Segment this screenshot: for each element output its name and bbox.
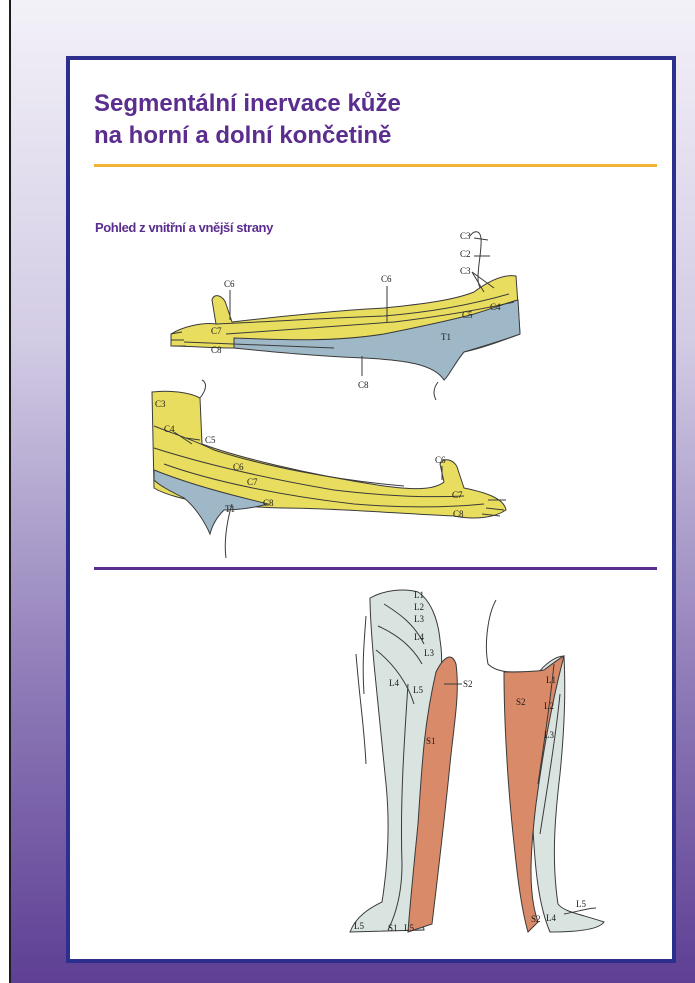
label-C3-top-2: C3 bbox=[460, 266, 471, 276]
upper-arm-diagram: C3 C2 C3 C6 C6 C4 C5 C7 T1 C8 C8 bbox=[171, 231, 520, 400]
label-C6-bottom-thumb: C6 bbox=[435, 455, 446, 465]
label-C8-bottom-hand: C8 bbox=[453, 509, 464, 519]
poster-card: Segmentální inervace kůže na horní a dol… bbox=[66, 56, 676, 963]
label-C8-hand: C8 bbox=[211, 345, 222, 355]
label-L5-foot: L5 bbox=[354, 921, 364, 931]
label-C7-top: C7 bbox=[211, 326, 222, 336]
label-C6-bottom-arm: C6 bbox=[233, 462, 244, 472]
label-C6-thumb: C6 bbox=[224, 279, 235, 289]
label-C3-bottom: C3 bbox=[155, 399, 166, 409]
label-C2-top: C2 bbox=[460, 249, 471, 259]
dermatome-figure: C3 C2 C3 C6 C6 C4 C5 C7 T1 C8 C8 C3 bbox=[70, 60, 672, 959]
left-border bbox=[0, 0, 11, 983]
back-leg-diagram: L1 S2 L2 L3 L5 S2 L4 bbox=[486, 600, 604, 932]
label-C4-bottom: C4 bbox=[164, 424, 175, 434]
label-C4-top: C4 bbox=[490, 302, 501, 312]
lower-arm-diagram: C3 C4 C5 C6 C6 C7 C7 C8 C8 T1 bbox=[152, 380, 506, 558]
label-C8-below: C8 bbox=[358, 380, 369, 390]
label-L4-back-foot: L4 bbox=[546, 913, 556, 923]
torso-outline bbox=[434, 382, 438, 400]
label-L1-front: L1 bbox=[414, 590, 424, 600]
label-C5-top: C5 bbox=[462, 310, 473, 320]
label-L3-front-knee: L3 bbox=[424, 648, 434, 658]
label-L4-front: L4 bbox=[389, 678, 399, 688]
label-S2-back-foot: S2 bbox=[531, 914, 541, 924]
front-leg-diagram: L1 L2 L3 L4 L3 L4 L5 S2 S1 L5 S1 L5 bbox=[350, 590, 473, 933]
label-C6-forearm: C6 bbox=[381, 274, 392, 284]
label-L3-back: L3 bbox=[544, 730, 554, 740]
label-C5-bottom: C5 bbox=[205, 435, 216, 445]
label-L2-back: L2 bbox=[544, 701, 554, 711]
shoulder-outline bbox=[200, 380, 206, 398]
label-L2-front: L2 bbox=[414, 602, 424, 612]
label-C8-bottom-arm: C8 bbox=[263, 498, 274, 508]
label-C7-bottom-hand: C7 bbox=[452, 490, 463, 500]
label-L3-front: L3 bbox=[414, 614, 424, 624]
label-C7-bottom-arm: C7 bbox=[247, 477, 258, 487]
label-L5-front: L5 bbox=[413, 685, 423, 695]
label-L5-foot-2: L5 bbox=[404, 923, 414, 933]
label-L5-back: L5 bbox=[576, 899, 586, 909]
label-C3-top: C3 bbox=[460, 231, 471, 241]
label-S1-front: S1 bbox=[426, 736, 436, 746]
label-T1-top: T1 bbox=[441, 332, 451, 342]
label-S2-front: S2 bbox=[463, 679, 473, 689]
label-L1-back: L1 bbox=[546, 675, 556, 685]
label-S2-back: S2 bbox=[516, 697, 526, 707]
label-T1-bottom: T1 bbox=[225, 504, 235, 514]
label-S1-foot: S1 bbox=[388, 923, 398, 933]
thigh-outline bbox=[486, 600, 514, 672]
leg-outline bbox=[356, 616, 366, 764]
label-L4-front-upper: L4 bbox=[414, 632, 424, 642]
